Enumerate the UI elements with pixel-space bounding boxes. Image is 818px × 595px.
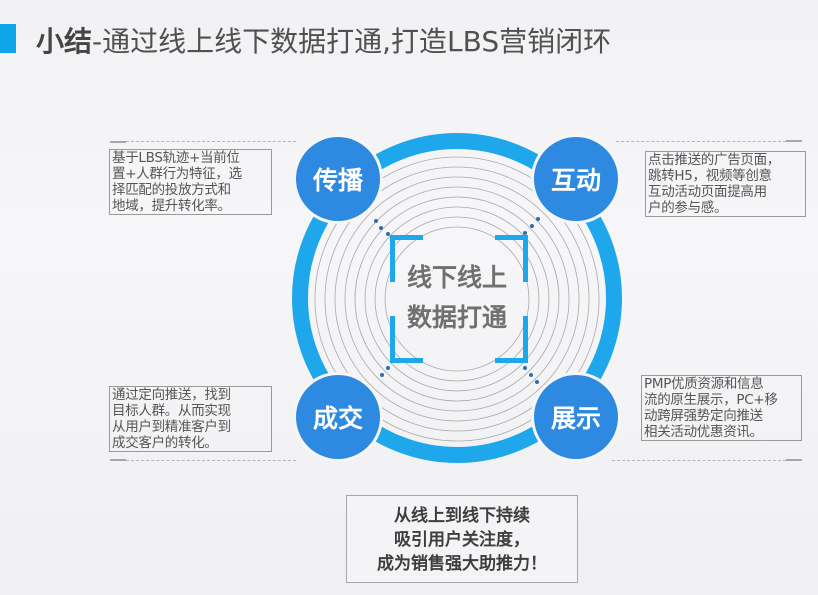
note-line: PMP优质资源和信息 (644, 376, 764, 392)
note-line: 跳转H5，视频等创意 (648, 168, 772, 184)
note-deal: 通过定向推送，找到 目标人群。从而实现 从用户到精准客户到 成交客户的转化。 (109, 386, 272, 452)
connector-dot (530, 224, 534, 228)
node-spread: 传播 (296, 137, 380, 221)
connector-dot (523, 366, 527, 370)
note-line: 户的参与感。 (648, 200, 728, 216)
dashed-line (126, 141, 296, 142)
dashed-line (126, 460, 296, 461)
note-line: 地域，提升转化率。 (112, 198, 231, 214)
note-line: 基于LBS轨迹+当前位 (112, 150, 240, 166)
note-marker (786, 459, 802, 461)
note-marker (110, 459, 126, 461)
connector-dot (379, 226, 383, 230)
node-interact: 互动 (534, 137, 618, 221)
summary-line: 从线上到线下持续 (394, 506, 530, 526)
connector-dot (535, 380, 539, 384)
note-line: 相关活动优惠资讯。 (644, 424, 763, 440)
note-spread: 基于LBS轨迹+当前位 置+人群行为特征，选 择匹配的投放方式和 地域，提升转化… (109, 149, 272, 215)
note-interact: 点击推送的广告页面， 跳转H5，视频等创意 互动活动页面提高用 户的参与感。 (645, 151, 806, 217)
connector-dot (529, 373, 533, 377)
note-line: 成交客户的转化。 (112, 435, 218, 451)
dashed-line (612, 460, 786, 461)
note-line: 流的原生展示，PC+移 (644, 392, 778, 408)
connector-dot (523, 231, 527, 235)
title-rest: -通过线上线下数据打通,打造LBS营销闭环 (92, 25, 612, 58)
corner-bracket-tr (495, 235, 528, 282)
note-line: 目标人群。从而实现 (112, 403, 231, 419)
connector-dot (386, 366, 390, 370)
node-show: 展示 (534, 375, 618, 459)
note-line: 从用户到精准客户到 (112, 419, 231, 435)
note-line: 动跨屏强势定向推送 (644, 408, 763, 424)
page-title: 小结-通过线上线下数据打通,打造LBS营销闭环 (36, 20, 611, 60)
center-line-1: 线下线上 (406, 263, 507, 292)
connector-dot (536, 217, 540, 221)
note-marker (110, 141, 126, 143)
note-line: 互动活动页面提高用 (648, 184, 767, 200)
summary-box: 从线上到线下持续 吸引用户关注度， 成为销售强大助推力！ (346, 495, 578, 583)
node-deal: 成交 (296, 375, 380, 459)
corner-bracket-bl (390, 316, 423, 363)
center-line-2: 数据打通 (406, 303, 507, 332)
note-line: 点击推送的广告页面， (648, 152, 780, 168)
note-show: PMP优质资源和信息 流的原生展示，PC+移 动跨屏强势定向推送 相关活动优惠资… (641, 375, 802, 441)
corner-bracket-br (495, 316, 528, 363)
note-line: 择匹配的投放方式和 (112, 182, 231, 198)
dashed-line (616, 141, 786, 142)
connector-dot (386, 232, 390, 236)
note-line: 置+人群行为特征，选 (112, 166, 242, 182)
summary-line: 成为销售强大助推力！ (377, 554, 547, 574)
title-accent-bar (0, 24, 16, 53)
corner-bracket-tl (390, 235, 423, 282)
summary-line: 吸引用户关注度， (394, 530, 530, 550)
note-marker (786, 140, 802, 142)
connector-dot (374, 219, 378, 223)
connector-dot (380, 373, 384, 377)
title-bold: 小结 (36, 25, 93, 58)
center-label: 线下线上 数据打通 (392, 258, 522, 338)
note-line: 通过定向推送，找到 (112, 387, 231, 403)
